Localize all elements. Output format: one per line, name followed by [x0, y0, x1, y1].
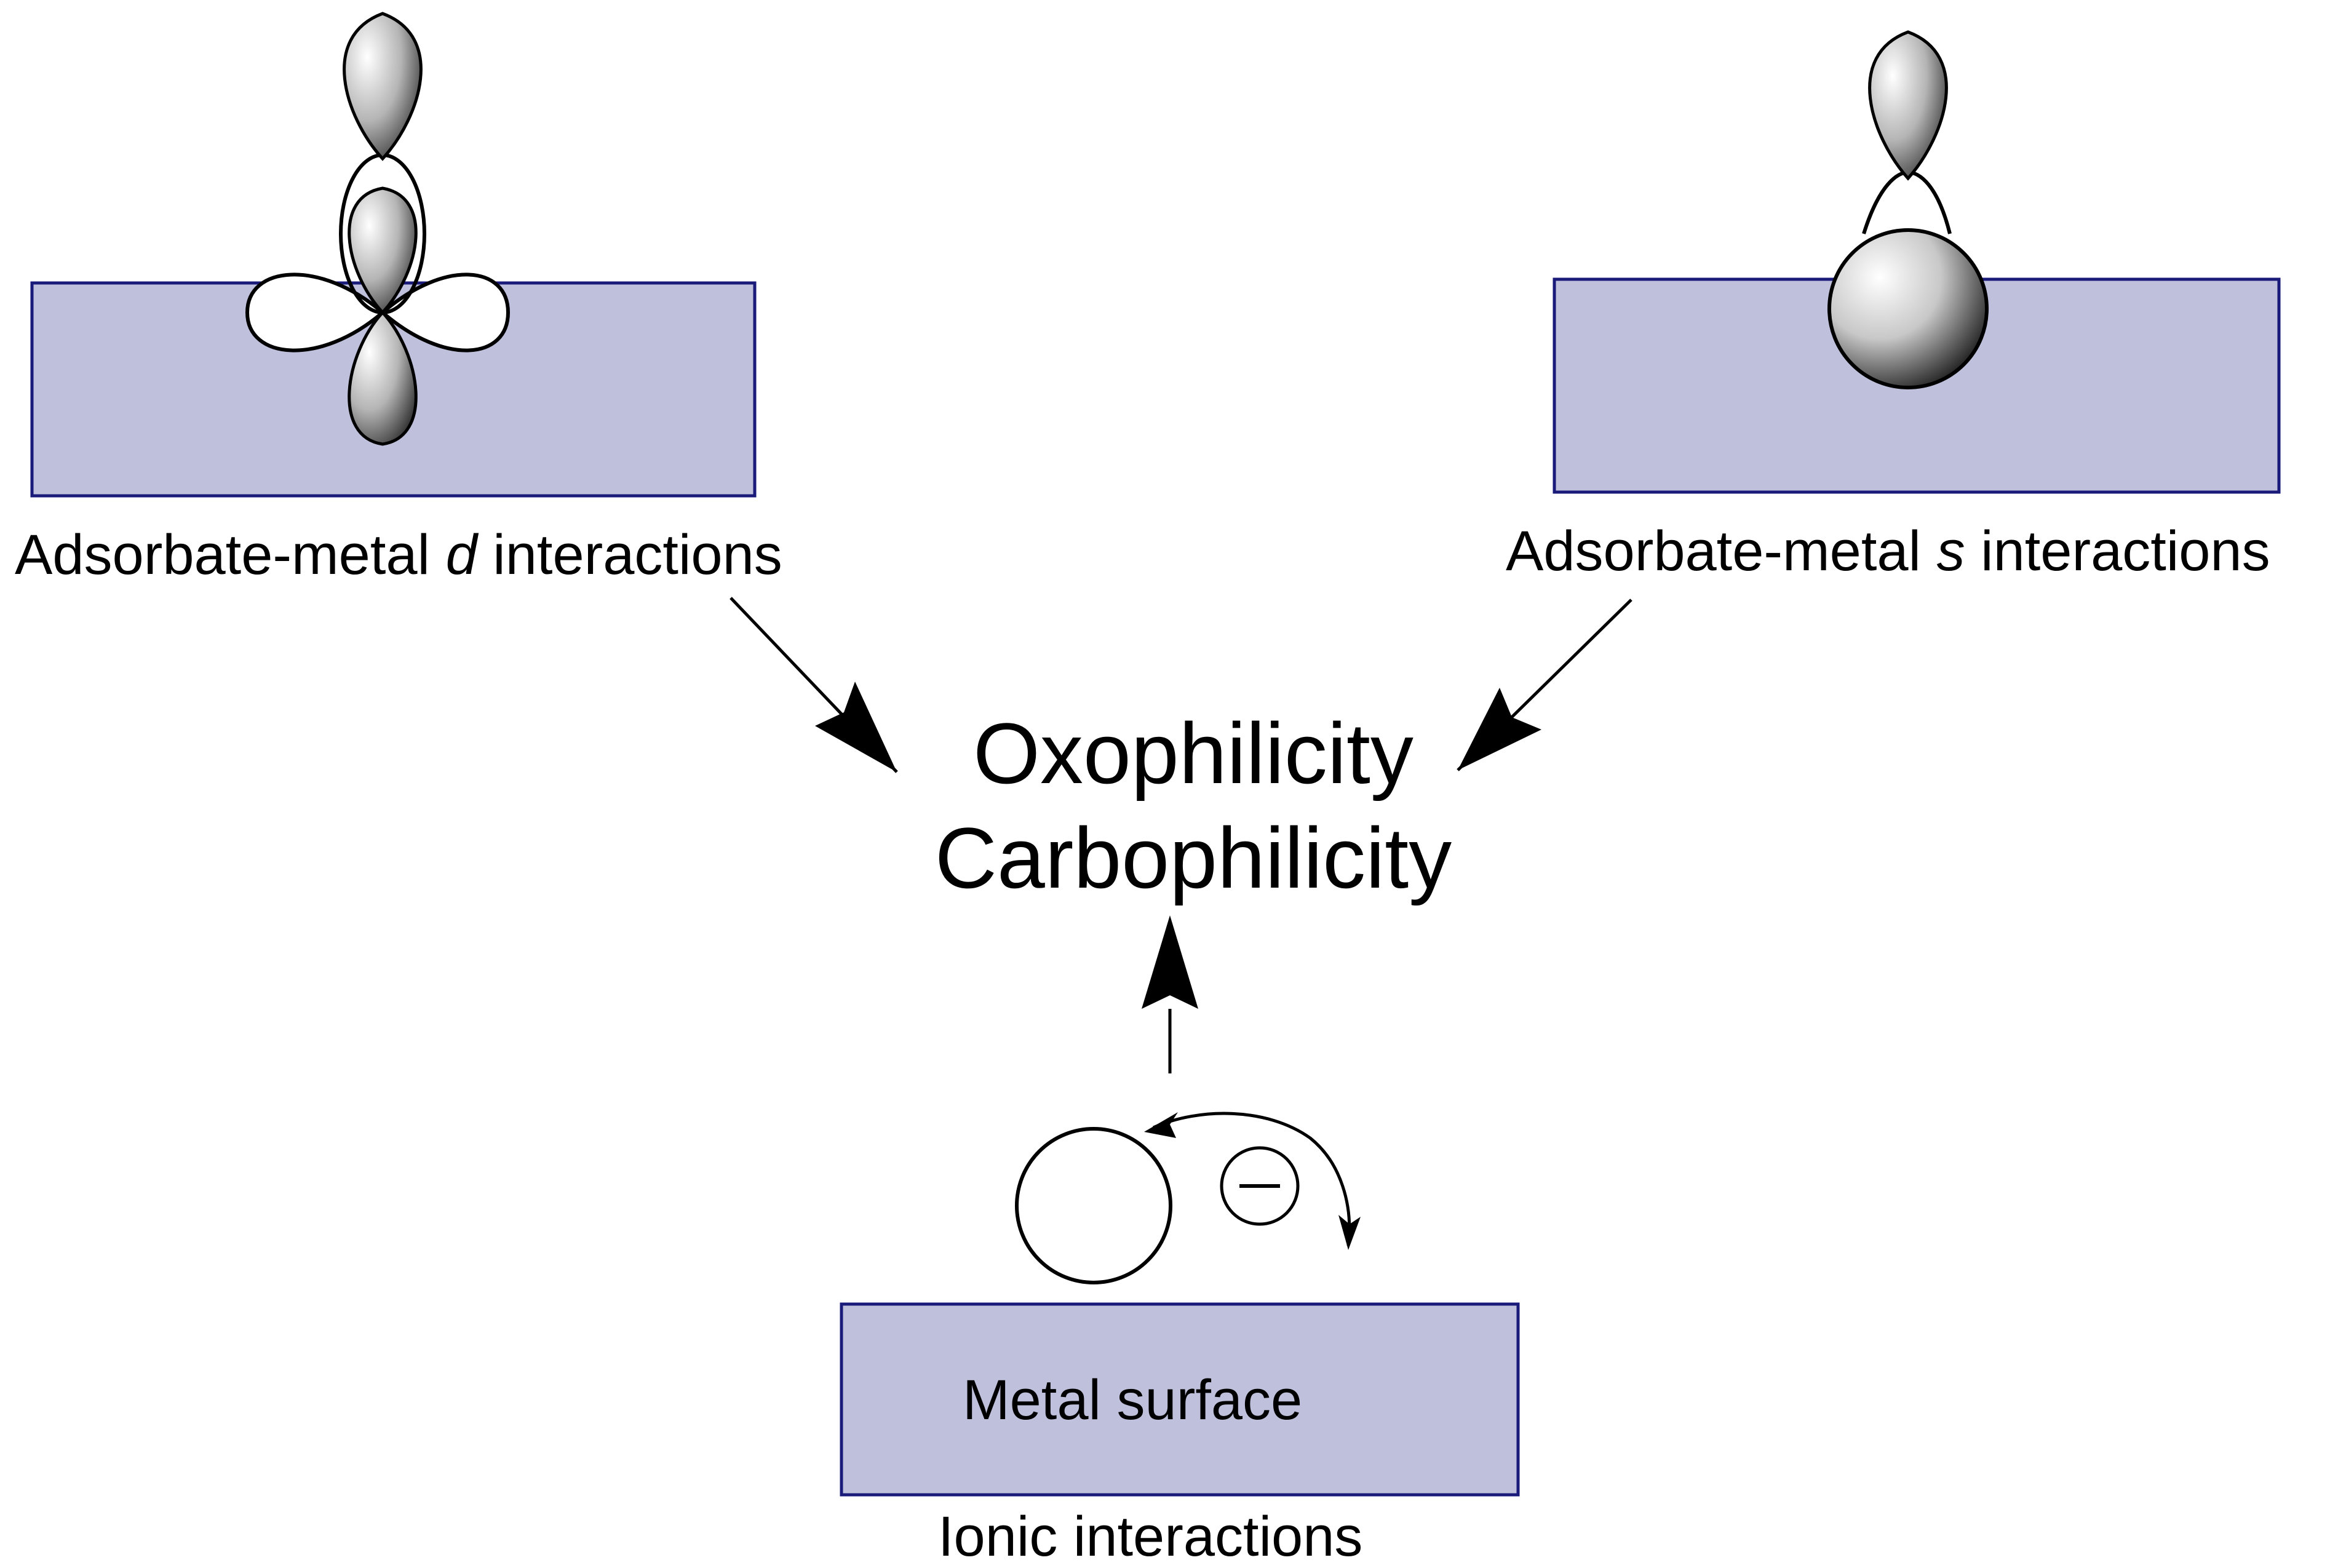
d-orbital-bottom-lobe	[348, 310, 418, 446]
label-s-suffix: interactions	[1965, 520, 2270, 583]
electron-transfer-arrow	[1152, 1112, 1351, 1246]
adsorbate-atom-circle	[1015, 1127, 1172, 1284]
d-adsorbate-orbital	[343, 12, 423, 161]
electron-transfer-arrow-tip-head	[1338, 1215, 1361, 1250]
ionic-interaction-panel	[840, 1112, 1520, 1497]
label-d-suffix: interactions	[477, 523, 782, 586]
arrow-d-to-center-head	[815, 682, 897, 772]
d-orbital-left-lobe	[245, 273, 386, 352]
s-interaction-panel	[1553, 30, 2281, 494]
label-d-interactions: Adsorbate-metal d interactions	[15, 527, 782, 583]
d-orbital-right-lobe	[380, 273, 511, 352]
arrow-s-to-center-head	[1458, 688, 1541, 770]
center-title-oxophilicity: Oxophilicity	[973, 705, 1414, 802]
ionic-metal-surface	[840, 1302, 1520, 1497]
label-d-prefix: Adsorbate-metal	[15, 523, 446, 586]
electron-transfer-arrow-tail-head	[1144, 1112, 1178, 1138]
s-bond-loop	[1862, 170, 1952, 234]
center-title-carbophilicity: Carbophilicity	[934, 810, 1452, 906]
arrow-ionic-to-center-head	[1142, 915, 1198, 1009]
label-s-prefix: Adsorbate-metal	[1506, 520, 1937, 583]
label-s-interactions: Adsorbate-metal s interactions	[1506, 523, 2270, 579]
label-s-symbol: s	[1936, 520, 1965, 583]
s-orbital-sphere	[1827, 228, 1989, 389]
d-orbital-top-lobe	[348, 186, 418, 315]
s-adsorbate-orbital	[1868, 30, 1948, 181]
label-d-symbol: d	[445, 523, 477, 586]
d-interaction-panel	[30, 12, 757, 498]
label-metal-surface: Metal surface	[963, 1369, 1303, 1431]
label-ionic-interactions: Ionic interactions	[938, 1505, 1363, 1568]
